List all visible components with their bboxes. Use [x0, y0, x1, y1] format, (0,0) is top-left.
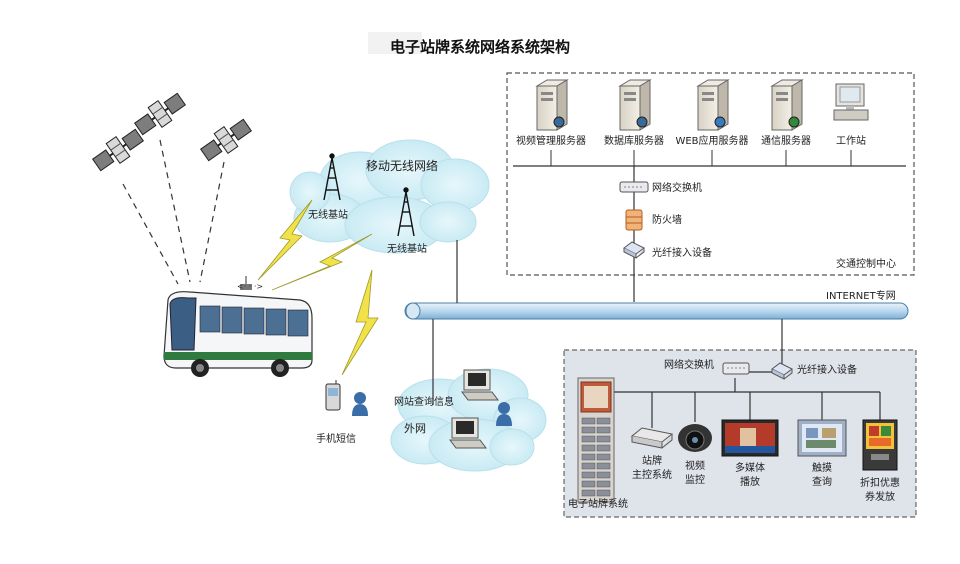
stop-switch-icon	[722, 362, 750, 375]
person-icon-sms	[352, 392, 368, 416]
label-base-station-2: 无线基站	[387, 244, 427, 255]
label-device-camera-l2: 监控	[685, 475, 705, 486]
label-device-coupon-l1: 折扣优惠	[860, 478, 900, 489]
label-workstation: 工作站	[836, 136, 866, 147]
internet-backbone	[404, 302, 909, 320]
satellite-icon-2	[133, 92, 187, 136]
diagram-title: 电子站牌系统网络系统架构	[389, 38, 570, 56]
title-backdrop	[368, 32, 422, 54]
computer-icon-2	[449, 417, 487, 449]
label-db-server: 数据库服务器	[604, 136, 664, 147]
comm-server-icon	[770, 79, 804, 131]
main-control-icon	[630, 427, 674, 449]
coupon-machine-icon	[862, 419, 898, 471]
database-server-icon	[618, 79, 652, 131]
control-center-box	[506, 72, 915, 276]
label-extranet: 外网	[404, 422, 426, 435]
label-device-coupon-l2: 券发放	[865, 492, 895, 503]
label-stop-fiber: 光纤接入设备	[797, 365, 857, 376]
server-drops	[550, 150, 852, 166]
firewall-icon	[625, 209, 643, 231]
label-sms: 手机短信	[316, 434, 356, 445]
label-control-switch: 网络交换机	[652, 183, 702, 194]
label-comm-server: 通信服务器	[761, 136, 811, 147]
label-device-camera-l1: 视频	[685, 461, 705, 472]
satellite-icon-1	[91, 128, 145, 172]
label-control-center: 交通控制中心	[836, 259, 896, 270]
label-web-query: 网站查询信息	[394, 397, 454, 408]
label-firewall: 防火墙	[652, 215, 682, 226]
label-video-server: 视频管理服务器	[516, 136, 586, 147]
label-stop-system: 电子站牌系统	[568, 499, 628, 510]
video-server-icon	[535, 79, 569, 131]
label-base-station-1: 无线基站	[308, 210, 348, 221]
mobile-network-cloud	[289, 139, 490, 254]
stop-fiber-icon	[771, 362, 793, 380]
mobile-phone-icon	[325, 380, 341, 411]
label-device-main-control-l1: 站牌	[642, 456, 662, 467]
multimedia-screen-icon	[721, 419, 779, 457]
web-server-icon	[696, 79, 730, 131]
backbone-links	[432, 240, 783, 405]
person-icon-web	[496, 402, 512, 426]
label-device-touch-l1: 触摸	[812, 463, 832, 474]
touch-screen-icon	[797, 419, 847, 457]
bus-antenna-mark: <· · ·>	[237, 282, 263, 291]
label-device-main-control-l2: 主控系统	[632, 470, 672, 481]
label-device-multimedia-l2: 播放	[740, 477, 760, 488]
kiosk-icon	[577, 377, 615, 503]
label-stop-switch: 网络交换机	[664, 360, 714, 371]
computer-icon-1	[461, 369, 499, 401]
label-device-touch-l2: 查询	[812, 477, 832, 488]
label-control-fiber: 光纤接入设备	[652, 248, 712, 259]
wireless-links	[257, 199, 379, 376]
label-mobile-network: 移动无线网络	[366, 159, 439, 173]
satellite-icon-3	[199, 118, 253, 162]
satellite-signals	[122, 139, 225, 285]
camera-icon	[678, 424, 712, 452]
base-station-tower-1	[323, 153, 341, 201]
label-internet: INTERNET专网	[826, 291, 896, 302]
label-device-multimedia-l1: 多媒体	[735, 463, 765, 474]
stop-system-links	[611, 371, 881, 428]
control-switch-icon	[619, 181, 649, 193]
label-web-server: WEB应用服务器	[675, 136, 749, 147]
bus-icon	[163, 276, 313, 377]
workstation-icon	[833, 83, 869, 121]
base-station-tower-2	[397, 187, 415, 237]
control-fiber-icon	[623, 241, 645, 259]
